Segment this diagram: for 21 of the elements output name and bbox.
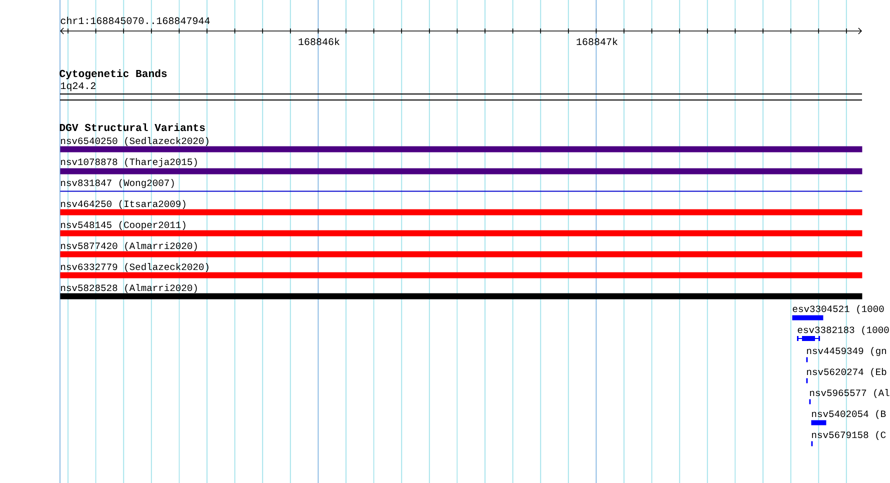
variant-label: nsv548145 (Cooper2011) (61, 221, 186, 230)
track-title: Cytogenetic Bands (60, 69, 167, 80)
variant-label: nsv6540250 (Sedlazeck2020) (61, 137, 208, 146)
variant-label: nsv4459349 (gn (807, 347, 886, 356)
track-title: DGV Structural Variants (60, 123, 205, 132)
tick-label: 168847k (576, 38, 618, 46)
tick-label: 168846k (298, 38, 340, 46)
variant-label: nsv5877420 (Almarri2020) (61, 242, 197, 251)
variant-label: nsv5402054 (B (812, 410, 886, 419)
variant-label: nsv1078878 (Thareja2015) (61, 158, 197, 167)
variant-label: nsv464250 (Itsara2009) (61, 200, 186, 209)
region-label: chr1:168845070..168847944 (60, 16, 210, 24)
variant-label: nsv5620274 (Eb (807, 368, 886, 377)
variant-label: nsv5965577 (Al (810, 389, 890, 398)
variant-label: nsv831847 (Wong2007) (61, 179, 174, 188)
variant-label: nsv5828528 (Almarri2020) (61, 284, 197, 293)
variant-label: esv3304521 (1000 (792, 305, 884, 314)
variant-label: nsv5679158 (C (812, 431, 886, 440)
variant-label: esv3382183 (1000 (798, 326, 889, 335)
band-label: 1q24.2 (60, 82, 96, 92)
variant-label: nsv6332779 (Sedlazeck2020) (61, 263, 208, 272)
